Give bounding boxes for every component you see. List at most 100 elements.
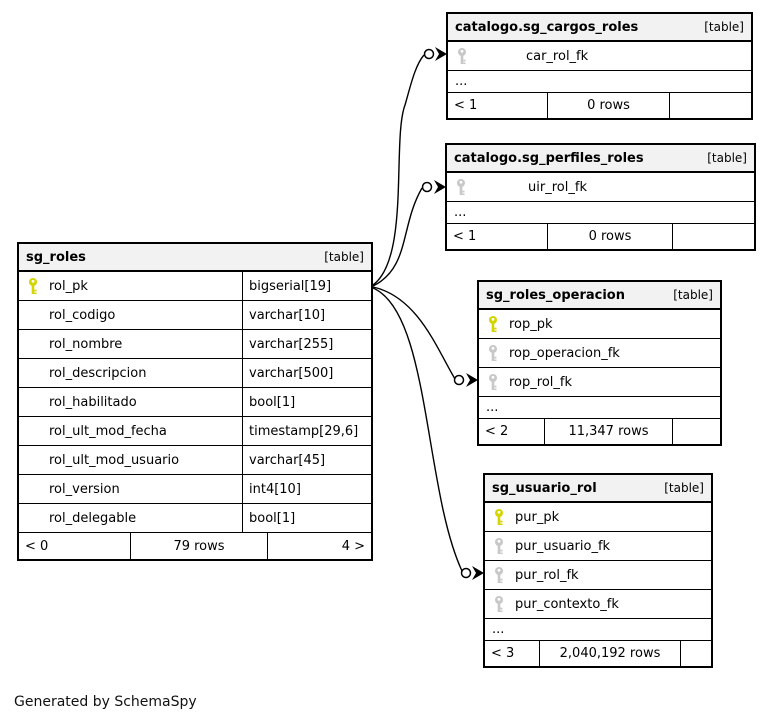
table-title: catalogo.sg_cargos_roles — [455, 19, 639, 35]
column-name: rol_habilitado — [49, 394, 137, 410]
table-row[interactable]: rol_habilitado bool[1] — [19, 388, 371, 417]
column-name: rop_operacion_fk — [509, 345, 620, 361]
column-type: varchar[255] — [242, 330, 371, 358]
table-row[interactable]: rol_ult_mod_fecha timestamp[29,6] — [19, 417, 371, 446]
foreign-key-icon — [487, 374, 499, 391]
column-name: pur_contexto_fk — [515, 596, 619, 612]
table-footer: < 3 2,040,192 rows — [485, 641, 711, 666]
table-tag: [table] — [673, 288, 713, 302]
column-name: pur_usuario_fk — [515, 538, 611, 554]
table-sg-roles-operacion[interactable]: sg_roles_operacion [table] rop_pk rop_op… — [477, 280, 722, 446]
column-name-cell: rol_nombre — [19, 330, 242, 358]
foreign-key-icon — [456, 48, 468, 65]
footer-parents-count: < 2 — [485, 424, 509, 439]
table-header[interactable]: catalogo.sg_perfiles_roles [table] — [447, 145, 754, 173]
table-row[interactable]: rol_ult_mod_usuario varchar[45] — [19, 446, 371, 475]
column-name-cell: rol_codigo — [19, 301, 242, 329]
footer-row-count: 0 rows — [547, 93, 669, 118]
fk-connector-usuario-rol — [372, 287, 463, 572]
table-row[interactable]: rol_pk bigserial[19] — [19, 272, 371, 301]
table-row[interactable]: pur_pk — [485, 503, 711, 532]
table-footer: < 1 0 rows — [448, 93, 751, 118]
column-name-cell: rol_descripcion — [19, 359, 242, 387]
column-type: bool[1] — [242, 504, 371, 532]
footer-parents-count: < 1 — [454, 98, 478, 113]
table-footer: < 2 11,347 rows — [479, 419, 720, 444]
footer-children-count — [672, 419, 720, 444]
column-name: rol_nombre — [49, 336, 123, 352]
table-sg-cargos-roles[interactable]: catalogo.sg_cargos_roles [table] car_rol… — [446, 12, 753, 120]
generated-by-caption: Generated by SchemaSpy — [14, 694, 197, 710]
table-row[interactable]: rop_rol_fk — [479, 368, 720, 397]
table-header[interactable]: sg_roles [table] — [19, 244, 371, 272]
table-sg-perfiles-roles[interactable]: catalogo.sg_perfiles_roles [table] uir_r… — [445, 143, 756, 251]
connector-circle — [421, 181, 433, 193]
hidden-columns-ellipsis: ... — [448, 71, 751, 93]
table-row[interactable]: rol_version int4[10] — [19, 475, 371, 504]
connector-circle — [423, 48, 435, 60]
column-name: pur_rol_fk — [515, 567, 579, 583]
table-row[interactable]: car_rol_fk — [448, 42, 751, 71]
footer-parents-count: < 1 — [453, 229, 477, 244]
table-title: sg_roles_operacion — [486, 287, 625, 303]
column-name: rol_codigo — [49, 307, 116, 323]
column-name: rol_ult_mod_fecha — [49, 423, 167, 439]
connector-circle — [453, 374, 465, 386]
footer-children-count — [669, 93, 751, 118]
footer-children-count — [680, 641, 711, 666]
table-row[interactable]: rop_operacion_fk — [479, 339, 720, 368]
connector-arrow — [435, 47, 447, 61]
table-row[interactable]: uir_rol_fk — [447, 173, 754, 202]
connector-arrow — [466, 373, 478, 387]
column-type: varchar[45] — [242, 446, 371, 474]
column-type: bool[1] — [242, 388, 371, 416]
column-name: rol_delegable — [49, 510, 137, 526]
column-type: varchar[500] — [242, 359, 371, 387]
column-name: rop_rol_fk — [509, 374, 572, 390]
primary-key-icon — [27, 278, 39, 295]
primary-key-icon — [487, 316, 499, 333]
table-tag: [table] — [324, 250, 364, 264]
table-row[interactable]: rol_codigo varchar[10] — [19, 301, 371, 330]
hidden-columns-ellipsis: ... — [485, 619, 711, 641]
hidden-columns-ellipsis: ... — [447, 202, 754, 224]
column-name: rol_version — [49, 481, 120, 497]
column-name-cell: rol_ult_mod_usuario — [19, 446, 242, 474]
column-type: bigserial[19] — [242, 272, 371, 300]
footer-children-count — [672, 224, 754, 249]
table-row[interactable]: pur_rol_fk — [485, 561, 711, 590]
table-row[interactable]: pur_contexto_fk — [485, 590, 711, 619]
column-name: car_rol_fk — [525, 48, 589, 64]
table-sg-usuario-rol[interactable]: sg_usuario_rol [table] pur_pk pur_usuari… — [483, 473, 713, 668]
fk-connector-roles-operacion — [372, 286, 456, 380]
foreign-key-icon — [493, 596, 505, 613]
connector-arrow — [472, 566, 484, 580]
table-header[interactable]: sg_roles_operacion [table] — [479, 282, 720, 310]
table-row[interactable]: rol_delegable bool[1] — [19, 504, 371, 533]
table-footer: < 1 0 rows — [447, 224, 754, 249]
table-header[interactable]: catalogo.sg_cargos_roles [table] — [448, 14, 751, 42]
table-sg-roles[interactable]: sg_roles [table] rol_pk bigserial[19] ro… — [17, 242, 373, 561]
column-name-cell: rol_ult_mod_fecha — [19, 417, 242, 445]
table-row[interactable]: rop_pk — [479, 310, 720, 339]
table-row[interactable]: rol_descripcion varchar[500] — [19, 359, 371, 388]
foreign-key-icon — [487, 345, 499, 362]
fk-connector-cargos — [372, 54, 425, 286]
table-title: sg_roles — [26, 249, 86, 265]
column-name: rop_pk — [509, 316, 553, 332]
footer-parents-count: < 0 — [25, 538, 49, 554]
table-tag: [table] — [707, 151, 747, 165]
table-header[interactable]: sg_usuario_rol [table] — [485, 475, 711, 503]
column-name: rol_pk — [49, 278, 88, 294]
hidden-columns-ellipsis: ... — [479, 397, 720, 419]
column-name-cell: rol_delegable — [19, 504, 242, 532]
table-tag: [table] — [664, 481, 704, 495]
table-row[interactable]: pur_usuario_fk — [485, 532, 711, 561]
table-tag: [table] — [704, 20, 744, 34]
column-name-cell: rol_pk — [19, 272, 242, 300]
column-name: pur_pk — [515, 509, 560, 525]
fk-connector-perfiles — [372, 187, 423, 287]
table-row[interactable]: rol_nombre varchar[255] — [19, 330, 371, 359]
